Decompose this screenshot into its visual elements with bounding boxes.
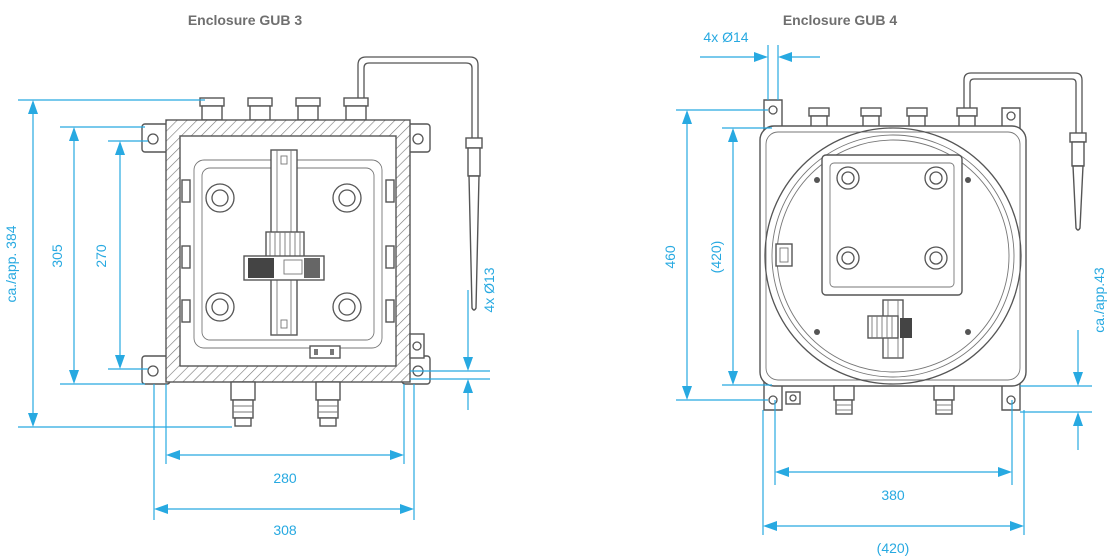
gub3-plate-bolts (205, 183, 362, 322)
gub4-top-glands (808, 107, 978, 129)
gub4-dim-holes: 4x Ø14 (703, 29, 748, 45)
enclosure-gub4: Enclosure GUB 4 (662, 12, 1107, 556)
gub3-dim-width-inner: 280 (273, 470, 297, 486)
gub3-antenna (357, 56, 483, 311)
gub3-dim-holes: 4x Ø13 (481, 267, 497, 312)
gub4-title: Enclosure GUB 4 (783, 12, 898, 28)
gub3-title: Enclosure GUB 3 (188, 12, 303, 28)
gub4-dim-side: ca./app.43 (1091, 267, 1107, 333)
gub3-dim-height-inner: 270 (93, 244, 109, 268)
enclosure-gub3: Enclosure GUB 3 (3, 12, 497, 538)
gub4-mounting-plate (821, 154, 963, 296)
gub4-round-lid (764, 127, 1022, 385)
gub4-dimensions (676, 45, 1092, 535)
gub3-bottom-glands (230, 381, 341, 427)
gub4-plate-bolts (836, 166, 948, 270)
gub4-din-rail (867, 299, 912, 359)
gub3-dim-height-outer: 305 (49, 244, 65, 268)
gub3-dim-height-total: ca./app. 384 (3, 225, 19, 302)
gub4-dim-height-outer: 460 (662, 245, 678, 269)
gub4-bottom-glands (833, 385, 955, 415)
gub3-dim-width-outer: 308 (273, 522, 297, 538)
gub4-dim-width-inner: 380 (881, 487, 905, 503)
gub4-dim-width-outer: (420) (877, 540, 910, 556)
gub3-dimensions (18, 99, 490, 520)
gub3-terminal-block (243, 231, 325, 281)
gub3-top-glands (199, 97, 369, 121)
gub4-antenna (963, 72, 1087, 231)
gub4-dim-height-inner: (420) (708, 241, 724, 274)
